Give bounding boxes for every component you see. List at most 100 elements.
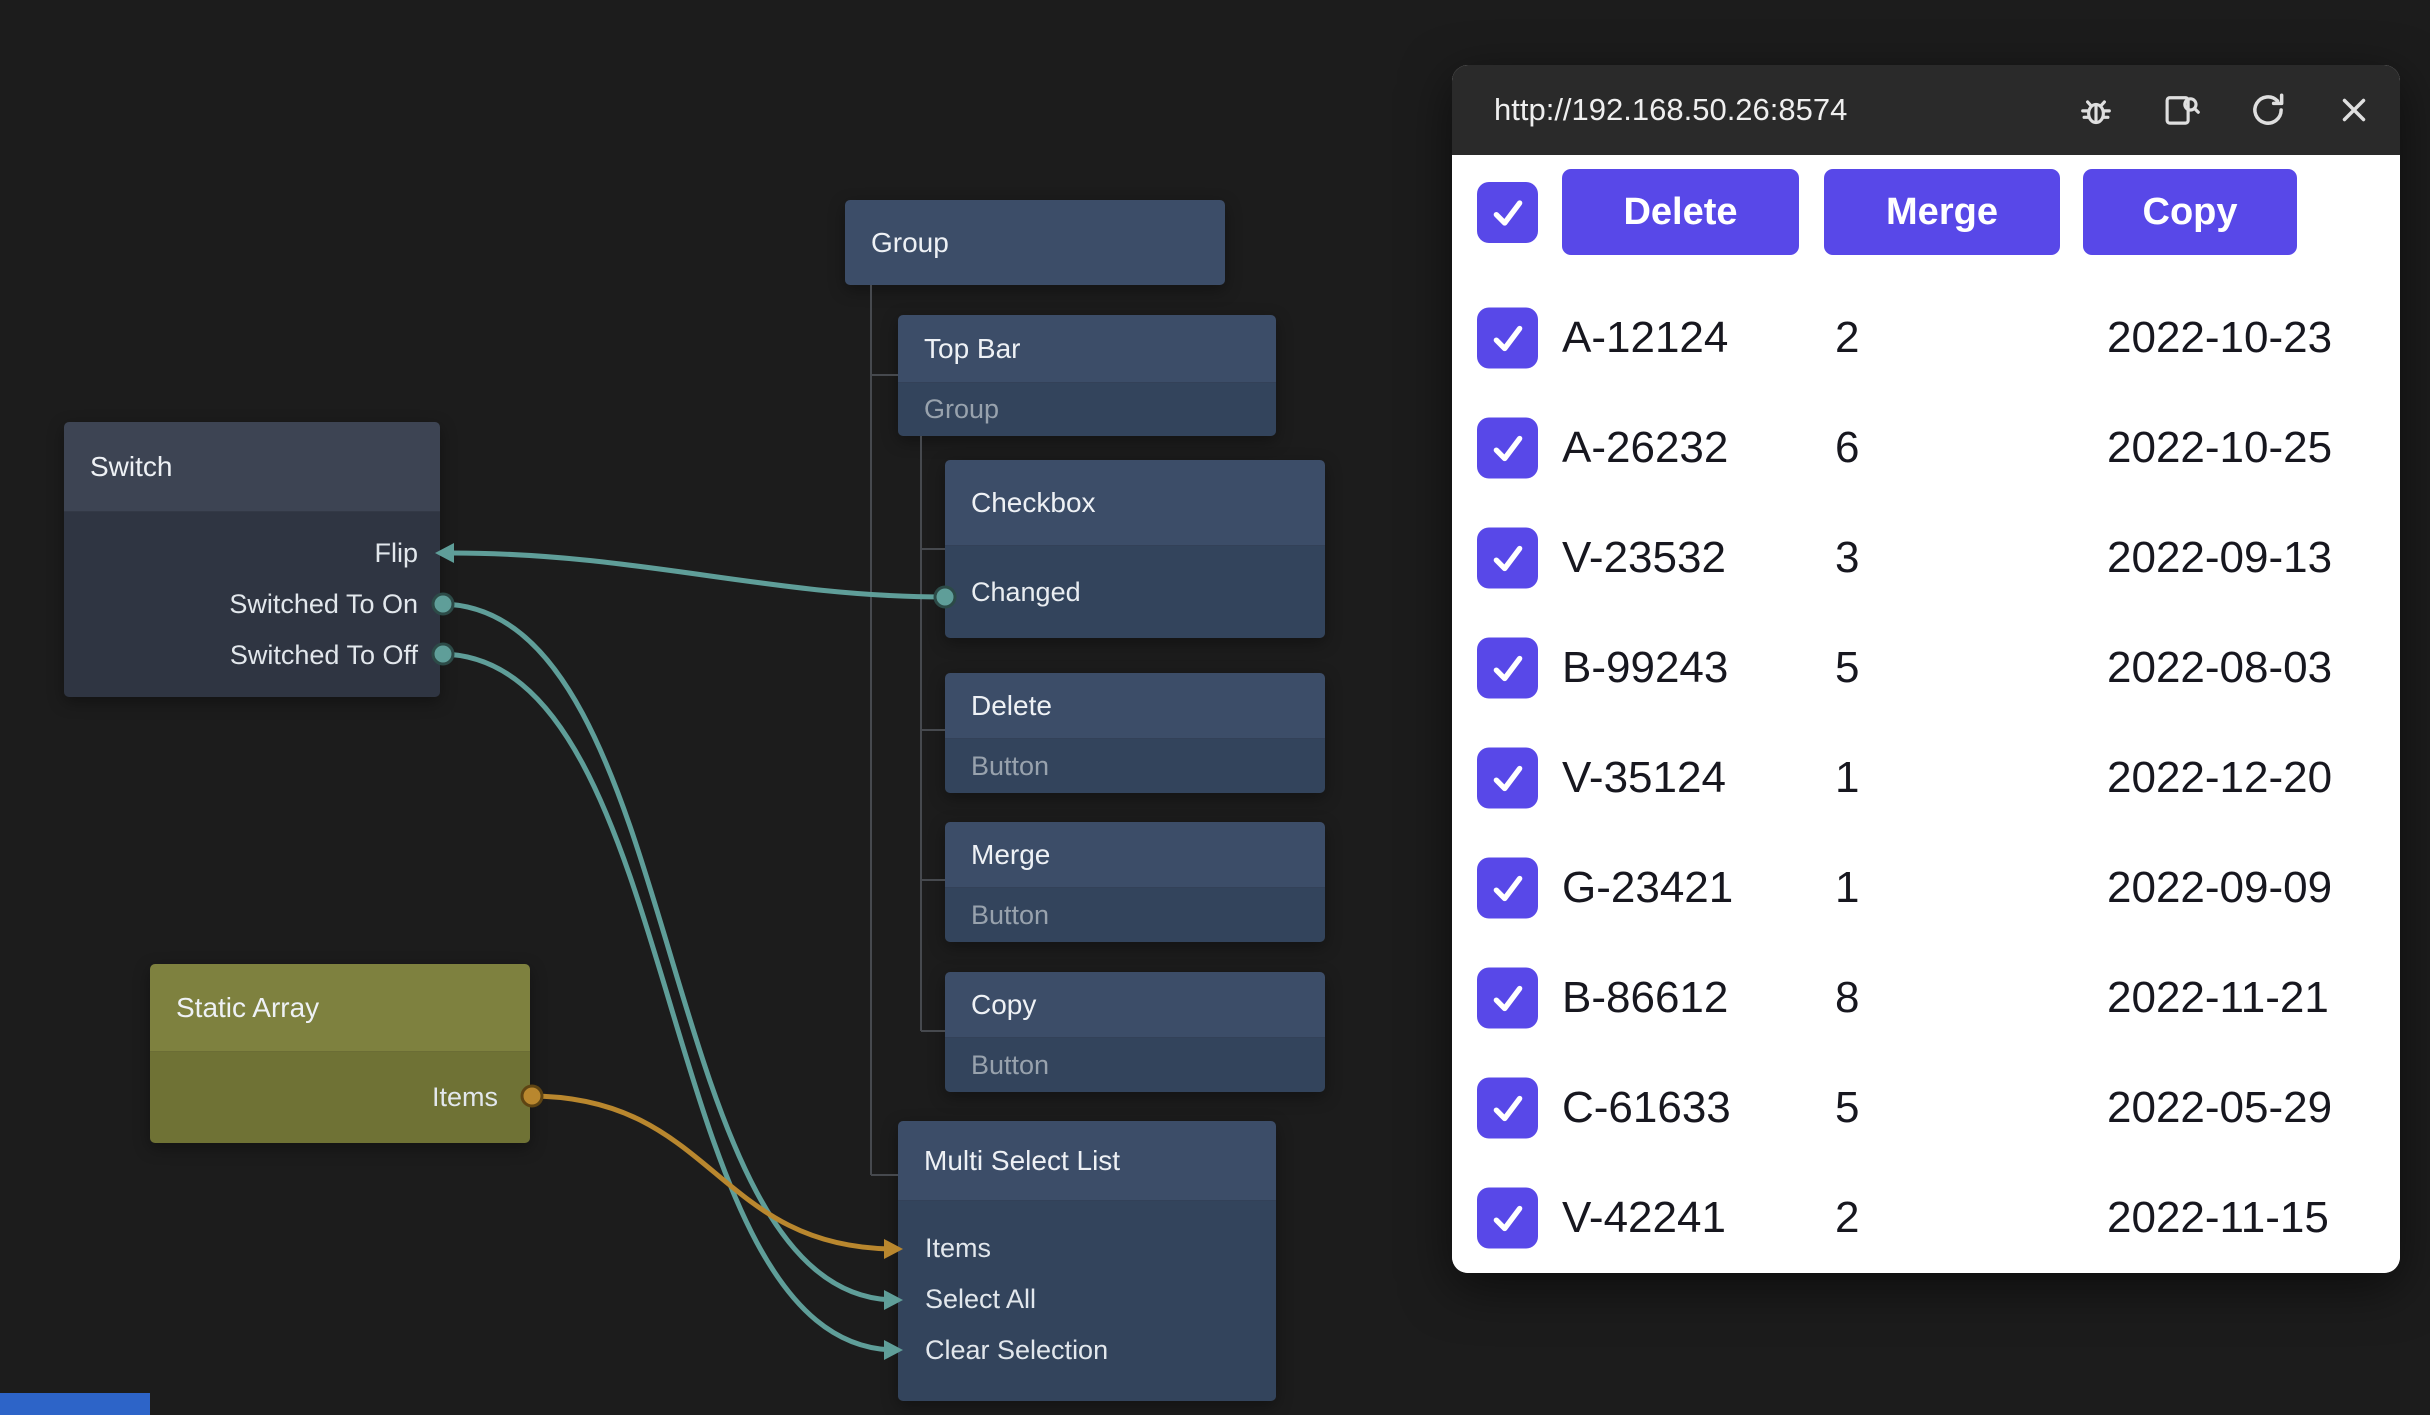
node-multi-select-list-body: Items Select All Clear Selection — [898, 1201, 1276, 1401]
row-count: 2 — [1835, 1193, 1859, 1243]
row-id: G-23421 — [1562, 863, 1733, 913]
port-label-items-out: Items — [432, 1082, 498, 1113]
node-subtitle: Group — [924, 394, 999, 425]
node-copy-button[interactable]: Copy Button — [945, 972, 1325, 1092]
refresh-icon[interactable] — [2240, 82, 2296, 138]
node-static-array[interactable]: Static Array Items — [150, 964, 530, 1143]
row-id: C-61633 — [1562, 1083, 1731, 1133]
node-title: Copy — [971, 989, 1036, 1021]
row-count: 5 — [1835, 643, 1859, 693]
node-delete-body: Button — [945, 739, 1325, 793]
row-count: 1 — [1835, 753, 1859, 803]
row-id: A-26232 — [1562, 423, 1728, 473]
node-merge-button[interactable]: Merge Button — [945, 822, 1325, 942]
node-title: Checkbox — [971, 487, 1096, 519]
table-row: C-61633 5 2022-05-29 — [1452, 1053, 2400, 1163]
row-id: B-86612 — [1562, 973, 1728, 1023]
node-checkbox-body: Changed — [945, 546, 1325, 638]
node-switch-header: Switch — [64, 422, 440, 512]
node-copy-header: Copy — [945, 972, 1325, 1038]
row-count: 1 — [1835, 863, 1859, 913]
node-title: Multi Select List — [924, 1145, 1120, 1177]
node-title: Delete — [971, 690, 1052, 722]
row-id: V-35124 — [1562, 753, 1726, 803]
port-label-switched-to-on: Switched To On — [64, 579, 440, 630]
node-title: Static Array — [176, 992, 319, 1024]
wire-items-to-items[interactable] — [530, 1096, 896, 1249]
inspect-icon[interactable] — [2154, 82, 2210, 138]
port-label-clear-selection: Clear Selection — [898, 1325, 1276, 1376]
row-date: 2022-10-25 — [2107, 423, 2332, 473]
table-row: B-86612 8 2022-11-21 — [1452, 943, 2400, 1053]
row-checkbox[interactable] — [1477, 858, 1538, 919]
row-count: 5 — [1835, 1083, 1859, 1133]
node-title: Switch — [90, 451, 172, 483]
preview-content: Delete Merge Copy A-12124 2 2022-10-23 A… — [1452, 155, 2400, 1273]
row-checkbox[interactable] — [1477, 968, 1538, 1029]
row-checkbox[interactable] — [1477, 418, 1538, 479]
close-icon[interactable] — [2326, 82, 2382, 138]
node-merge-body: Button — [945, 888, 1325, 942]
table-row: A-26232 6 2022-10-25 — [1452, 393, 2400, 503]
node-subtitle: Button — [971, 751, 1049, 782]
row-date: 2022-08-03 — [2107, 643, 2332, 693]
row-id: B-99243 — [1562, 643, 1728, 693]
select-all-checkbox[interactable] — [1477, 182, 1538, 243]
port-label-select-all: Select All — [898, 1274, 1276, 1325]
port-label-changed: Changed — [945, 546, 1325, 638]
tree-guide-group — [871, 285, 898, 1175]
row-checkbox[interactable] — [1477, 1078, 1538, 1139]
row-count: 6 — [1835, 423, 1859, 473]
node-subtitle: Button — [971, 1050, 1049, 1081]
table-row: V-35124 1 2022-12-20 — [1452, 723, 2400, 833]
node-static-array-body: Items — [150, 1052, 530, 1143]
row-date: 2022-10-23 — [2107, 313, 2332, 363]
node-subtitle: Button — [971, 900, 1049, 931]
wire-changed-to-flip[interactable] — [452, 553, 945, 597]
bug-icon[interactable] — [2068, 82, 2124, 138]
row-id: A-12124 — [1562, 313, 1728, 363]
node-copy-body: Button — [945, 1038, 1325, 1092]
node-multi-select-list-header: Multi Select List — [898, 1121, 1276, 1201]
node-delete-button[interactable]: Delete Button — [945, 673, 1325, 793]
row-count: 8 — [1835, 973, 1859, 1023]
node-title: Group — [871, 227, 949, 259]
url-bar[interactable]: http://192.168.50.26:8574 — [1494, 92, 2038, 128]
table-row: B-99243 5 2022-08-03 — [1452, 613, 2400, 723]
node-top-bar-header: Top Bar — [898, 315, 1276, 383]
node-switch-body: Flip Switched To On Switched To Off — [64, 512, 440, 697]
taskbar-fragment — [0, 1393, 150, 1415]
row-date: 2022-11-21 — [2107, 973, 2329, 1023]
row-count: 2 — [1835, 313, 1859, 363]
port-label-flip: Flip — [64, 528, 440, 579]
node-checkbox[interactable]: Checkbox Changed — [945, 460, 1325, 638]
node-switch[interactable]: Switch Flip Switched To On Switched To O… — [64, 422, 440, 697]
node-multi-select-list[interactable]: Multi Select List Items Select All Clear… — [898, 1121, 1276, 1401]
row-checkbox[interactable] — [1477, 748, 1538, 809]
node-group[interactable]: Group — [845, 200, 1225, 285]
node-group-header: Group — [845, 200, 1225, 285]
row-checkbox[interactable] — [1477, 1188, 1538, 1249]
row-checkbox[interactable] — [1477, 308, 1538, 369]
row-checkbox[interactable] — [1477, 528, 1538, 589]
port-label-items: Items — [898, 1223, 1276, 1274]
node-top-bar-body: Group — [898, 383, 1276, 436]
merge-button[interactable]: Merge — [1824, 169, 2060, 255]
node-delete-header: Delete — [945, 673, 1325, 739]
copy-button[interactable]: Copy — [2083, 169, 2297, 255]
node-static-array-header: Static Array — [150, 964, 530, 1052]
row-date: 2022-11-15 — [2107, 1193, 2329, 1243]
port-label-switched-to-off: Switched To Off — [64, 630, 440, 681]
wire-switched-on-to-select-all[interactable] — [440, 604, 896, 1300]
browser-preview-panel: http://192.168.50.26:8574 — [1452, 65, 2400, 1273]
delete-button[interactable]: Delete — [1562, 169, 1799, 255]
node-top-bar[interactable]: Top Bar Group — [898, 315, 1276, 436]
table-row: A-12124 2 2022-10-23 — [1452, 283, 2400, 393]
row-date: 2022-05-29 — [2107, 1083, 2332, 1133]
row-checkbox[interactable] — [1477, 638, 1538, 699]
node-merge-header: Merge — [945, 822, 1325, 888]
table-row: V-23532 3 2022-09-13 — [1452, 503, 2400, 613]
row-date: 2022-12-20 — [2107, 753, 2332, 803]
table-row: V-42241 2 2022-11-15 — [1452, 1163, 2400, 1273]
